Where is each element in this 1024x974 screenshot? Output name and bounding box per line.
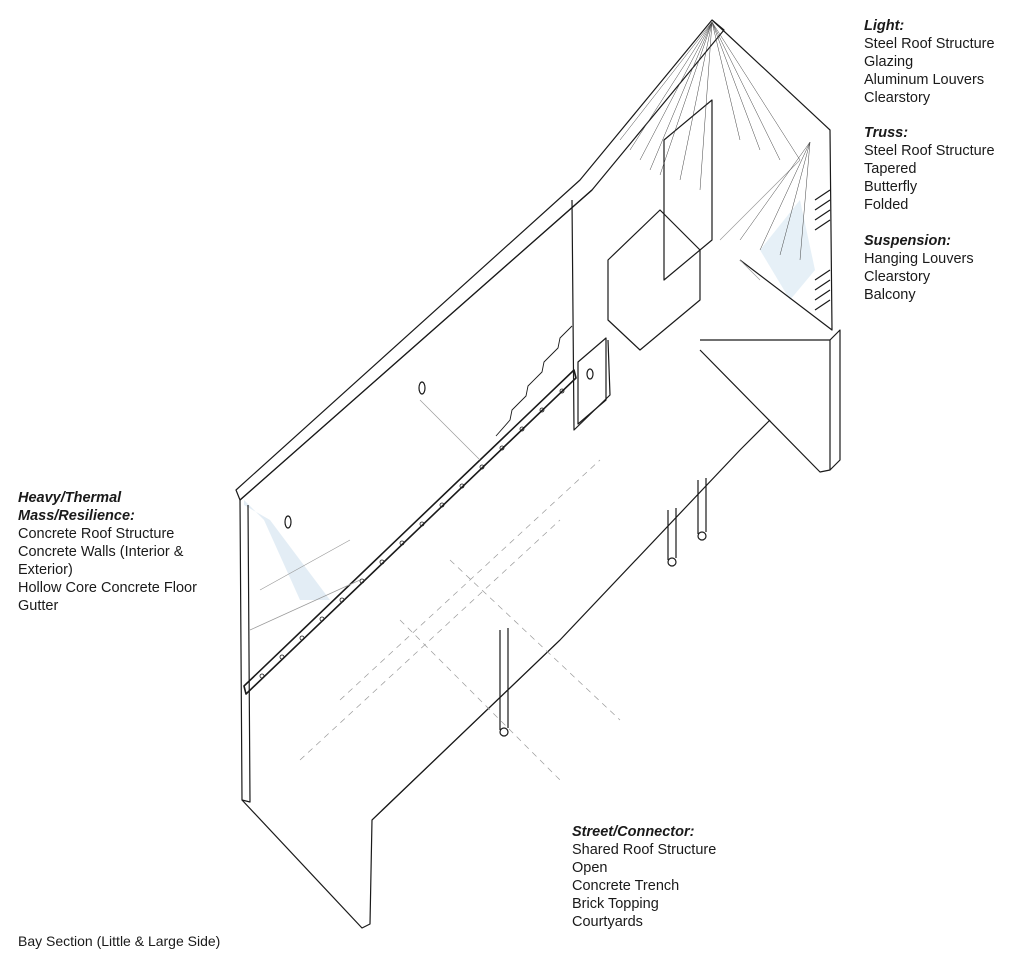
legend-light-item: Steel Roof Structure [864, 36, 995, 52]
legend-light-item: Clearstory [864, 90, 931, 106]
legend-truss: Truss: Steel Roof Structure Tapered Butt… [864, 124, 1024, 214]
legend-light-item: Aluminum Louvers [864, 72, 985, 88]
legend-suspension-item: Clearstory [864, 269, 931, 285]
legend-heavy-item: Concrete Roof Structure [18, 526, 175, 542]
upper-box-2 [663, 99, 713, 281]
roof-slab-inner [239, 189, 593, 501]
right-upper-wall [711, 19, 833, 331]
column-3 [697, 478, 707, 534]
hollow-core-holes [259, 388, 565, 679]
right-glazing [760, 200, 815, 300]
stair [495, 325, 573, 437]
left-wall [239, 499, 251, 803]
legend-light-heading: Light: [864, 18, 905, 34]
drawing-caption: Bay Section (Little & Large Side) [18, 933, 221, 949]
upper-box [607, 209, 701, 351]
column-1 [499, 628, 509, 730]
left-wall-bottom [241, 639, 561, 929]
floor-edge [371, 419, 771, 821]
legend-truss-item: Tapered [864, 161, 917, 177]
legend-heavy-heading: Heavy/Thermal [18, 490, 122, 506]
legend-truss-item: Butterfly [864, 179, 918, 195]
roof-slab-edge [235, 19, 725, 501]
legend-light-item: Glazing [864, 54, 914, 70]
lantern-door [577, 337, 607, 425]
left-glazing [244, 500, 330, 600]
legend-street-item: Concrete Trench [572, 878, 680, 894]
legend-suspension-heading: Suspension: [864, 233, 952, 249]
right-block-face [829, 329, 841, 471]
legend-street-item: Shared Roof Structure [572, 842, 717, 858]
legend-heavy-item: Gutter [18, 598, 59, 614]
legend-street-item: Courtyards [572, 914, 643, 930]
legend-truss-item: Folded [864, 197, 909, 213]
legend-street-item: Brick Topping [572, 896, 659, 912]
legend-heavy-item: Hollow Core Concrete Floor [18, 580, 197, 596]
legend-street-heading: Street/Connector: [572, 824, 695, 840]
legend-heavy-thermal: Heavy/Thermal Mass/Resilience: Concrete … [18, 489, 233, 615]
legend-suspension-item: Hanging Louvers [864, 251, 974, 267]
legend-heavy-item: Concrete Walls (Interior & [18, 544, 184, 560]
hollow-core-floor [243, 369, 577, 695]
legend-heavy-heading: Mass/Resilience: [18, 508, 135, 524]
legend-street-connector: Street/Connector: Shared Roof Structure … [572, 823, 772, 931]
column-2 [667, 508, 677, 560]
legend-truss-item: Steel Roof Structure [864, 143, 995, 159]
right-block [699, 339, 831, 473]
legend-street-item: Open [572, 860, 608, 876]
legend-suspension: Suspension: Hanging Louvers Clearstory B… [864, 232, 1024, 304]
legend-truss-heading: Truss: [864, 125, 909, 141]
legend-suspension-item: Balcony [864, 287, 916, 303]
legend-heavy-item: Exterior) [18, 562, 73, 578]
legend-light: Light: Steel Roof Structure Glazing Alum… [864, 17, 1024, 107]
